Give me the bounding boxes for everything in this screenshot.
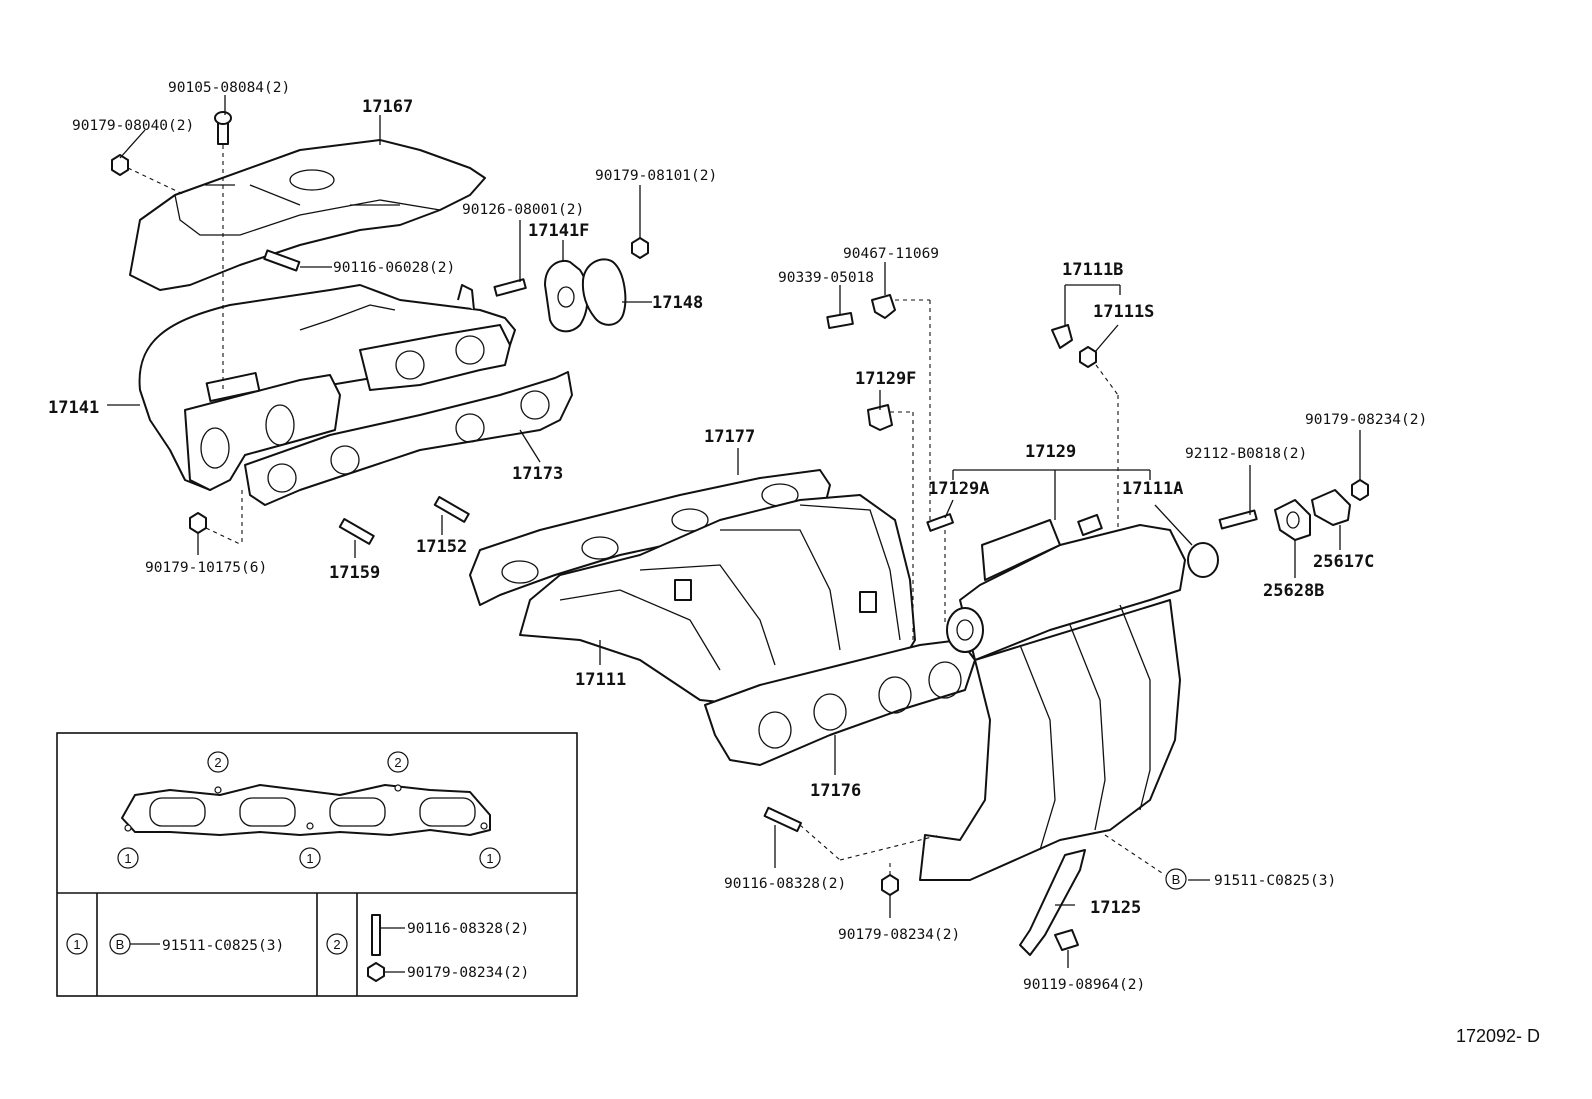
legend-ref-2-text: 2 <box>333 937 340 952</box>
legend-ref-b-text: B <box>116 937 125 952</box>
label-90179-08234-right: 90179-08234(2) <box>1305 412 1427 428</box>
label-17173: 17173 <box>512 464 563 484</box>
intake-manifold-lower-part <box>519 494 916 706</box>
plug-17111a-part <box>1187 542 1219 578</box>
legend-ref-1-circle <box>66 933 88 955</box>
label-90179-08040: 90179-08040(2) <box>72 118 194 134</box>
label-17111b: 17111B <box>1062 260 1123 280</box>
ref-2-circle-b <box>387 751 409 773</box>
ref-2-text-b: 2 <box>394 755 401 770</box>
label-90119-08964: 90119-08964(2) <box>1023 977 1145 993</box>
stay-17125-part <box>1019 849 1086 956</box>
gasket-25617c-part <box>1311 489 1351 526</box>
hardware-parts <box>111 111 1369 951</box>
legend-ref-1-text: 1 <box>73 937 80 952</box>
label-25628b: 25628B <box>1263 581 1324 601</box>
label-90179-08101: 90179-08101(2) <box>595 168 717 184</box>
legend-stud-icon <box>371 914 381 956</box>
gasket-17141f <box>544 260 589 333</box>
part-labels: 90105-08084(2) 17167 90179-08040(2) 9017… <box>48 80 1540 1046</box>
ref-b-text: B <box>1172 872 1181 887</box>
label-17111: 17111 <box>575 670 626 690</box>
ref-1-circle-a <box>117 847 139 869</box>
label-17148: 17148 <box>652 293 703 313</box>
gasket-25628b-hole <box>1286 511 1300 529</box>
diagram-code: 172092- D <box>1456 1026 1540 1046</box>
label-17159: 17159 <box>329 563 380 583</box>
label-90339-05018: 90339-05018 <box>778 270 874 286</box>
ref-2-text-a: 2 <box>214 755 221 770</box>
label-17152: 17152 <box>416 537 467 557</box>
label-90116-06028: 90116-06028(2) <box>333 260 455 276</box>
label-90126-08001: 90126-08001(2) <box>462 202 584 218</box>
heat-insulator-part <box>129 139 486 291</box>
intake-gasket-17177 <box>469 469 831 606</box>
label-17111s: 17111S <box>1093 302 1154 322</box>
ref-b-circle <box>1165 868 1187 890</box>
label-90179-08234-bottom: 90179-08234(2) <box>838 927 960 943</box>
label-17125: 17125 <box>1090 898 1141 918</box>
legend-row2-part-a: 90116-08328(2) <box>407 921 529 937</box>
label-17176: 17176 <box>810 781 861 801</box>
label-90467-11069: 90467-11069 <box>843 246 939 262</box>
label-90105-08084: 90105-08084(2) <box>168 80 290 96</box>
ref-1-text-c: 1 <box>486 851 493 866</box>
ref-2-circle-a <box>207 751 229 773</box>
label-17177: 17177 <box>704 427 755 447</box>
intake-gasket-17176 <box>704 639 976 766</box>
alignment-dashes <box>127 145 1166 876</box>
label-25617c: 25617C <box>1313 552 1374 572</box>
label-91511-c0825: 91511-C0825(3) <box>1214 873 1336 889</box>
legend-ref-2-circle <box>326 933 348 955</box>
legend-box: 2 2 1 1 1 1 B 91511-C0825(3) 2 90116-083… <box>56 732 578 997</box>
legend-nut-icon <box>367 962 385 982</box>
leader-lines <box>107 95 1361 968</box>
label-17141f: 17141F <box>528 221 589 241</box>
gasket-17148 <box>581 258 627 326</box>
label-90116-08328: 90116-08328(2) <box>724 876 846 892</box>
label-92112-b0818: 92112-B0818(2) <box>1185 446 1307 462</box>
exhaust-manifold-part <box>138 284 516 491</box>
label-17129a: 17129A <box>928 479 989 499</box>
exhaust-gasket-part <box>244 371 573 506</box>
label-17111a: 17111A <box>1122 479 1183 499</box>
label-90179-10175: 90179-10175(6) <box>145 560 267 576</box>
ref-1-text-a: 1 <box>124 851 131 866</box>
label-17129f: 17129F <box>855 369 916 389</box>
ref-1-circle-b <box>299 847 321 869</box>
ref-1-circle-c <box>479 847 501 869</box>
intake-plenum-part <box>919 514 1186 881</box>
gasket-25628b-part <box>1274 499 1311 541</box>
ref-1-text-b: 1 <box>306 851 313 866</box>
label-17167: 17167 <box>362 97 413 117</box>
label-17141: 17141 <box>48 398 99 418</box>
legend-row2-part-b: 90179-08234(2) <box>407 965 529 981</box>
legend-row1-part: 91511-C0825(3) <box>162 938 284 954</box>
label-17129: 17129 <box>1025 442 1076 462</box>
